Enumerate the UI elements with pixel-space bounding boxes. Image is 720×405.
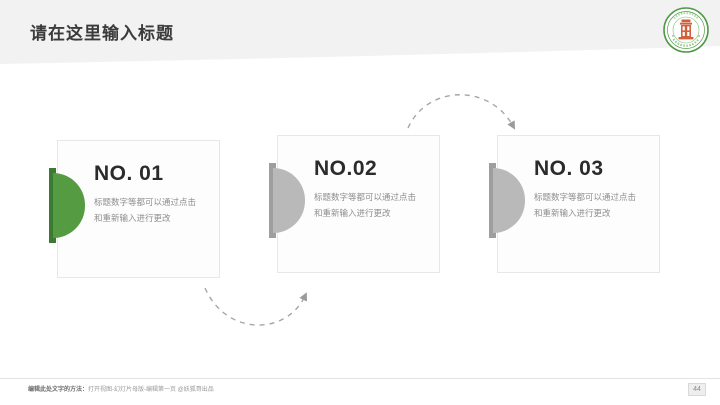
card-1-badge (49, 168, 85, 243)
info-card-2[interactable]: NO.02 标题数字等都可以通过点击和重新输入进行更改 (269, 135, 440, 273)
card-1-badge-tab (49, 168, 56, 243)
card-1-number: NO. 01 (94, 162, 164, 185)
page-number-badge: 44 (688, 383, 706, 396)
card-3-badge-dome (493, 168, 525, 233)
card-2-badge (269, 163, 305, 238)
header-wave-band (0, 0, 720, 70)
footer-divider (0, 378, 720, 379)
footer-note: 编辑此处文字的方法：打开视图-幻灯片母版-编辑第一页 @妖狐哥出品 (28, 384, 214, 393)
page-title: 请在这里输入标题 (30, 24, 174, 43)
card-3-badge (489, 163, 525, 238)
arrow-card1-to-card2-path (204, 287, 307, 326)
footer-note-label: 编辑此处文字的方法： (28, 387, 89, 393)
card-3-badge-tab (489, 163, 496, 238)
card-2-description: 标题数字等都可以通过点击和重新输入进行更改 (314, 192, 417, 218)
info-card-3[interactable]: NO. 03 标题数字等都可以通过点击和重新输入进行更改 (489, 135, 660, 273)
card-1-badge-dome (53, 173, 85, 238)
card-2-number: NO.02 (314, 157, 378, 180)
card-3-description: 标题数字等都可以通过点击和重新输入进行更改 (534, 192, 637, 218)
info-card-1[interactable]: NO. 01 标题数字等都可以通过点击和重新输入进行更改 (49, 140, 220, 278)
card-2-badge-tab (269, 163, 276, 238)
university-seal-logo (662, 6, 710, 54)
card-3-number: NO. 03 (534, 157, 604, 180)
footer-note-text: 打开视图-幻灯片母版-编辑第一页 @妖狐哥出品 (88, 387, 214, 393)
card-1-description: 标题数字等都可以通过点击和重新输入进行更改 (94, 197, 197, 223)
card-2-badge-dome (273, 168, 305, 233)
arrow-card2-to-card3-path (407, 94, 516, 130)
